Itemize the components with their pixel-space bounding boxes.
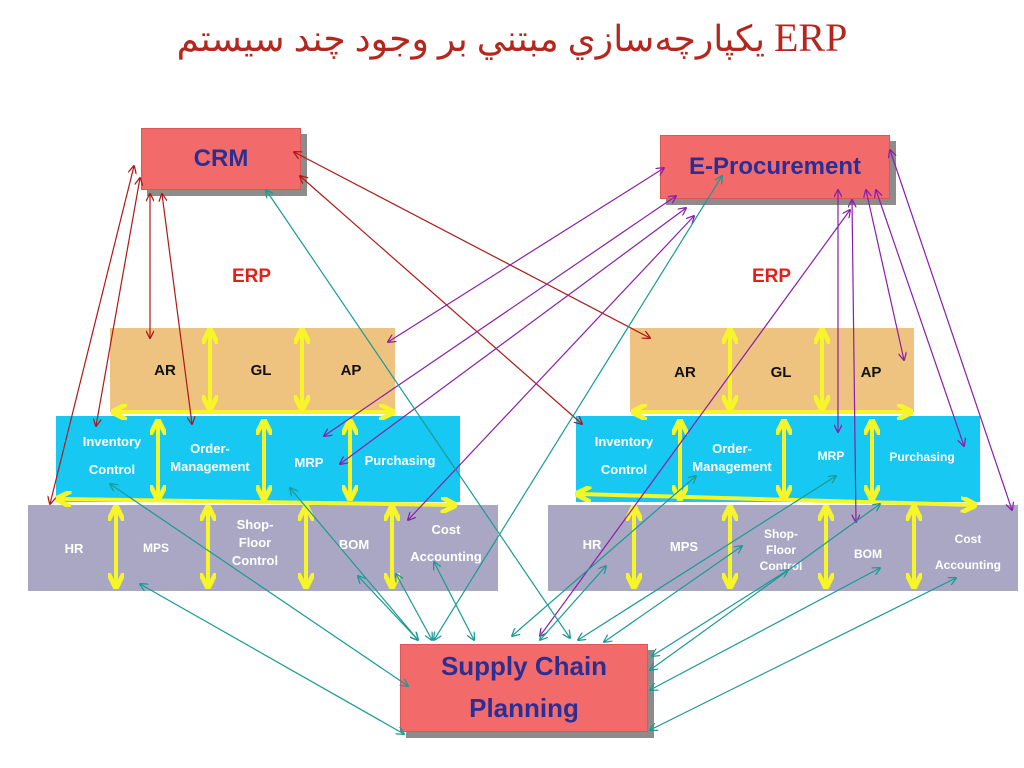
- erp-right-internal-links: [580, 333, 972, 584]
- erp-left-label: ERP: [232, 266, 272, 287]
- erp-left-hr: HR: [64, 541, 84, 556]
- supply-chain-planning-box: Supply Chain Planning: [400, 644, 648, 732]
- erp-left-order-management: Order- Management: [170, 441, 250, 474]
- scp-links: [110, 176, 956, 734]
- erp-left-internal-links: [60, 333, 452, 584]
- page-title: يکپارچه‌سازي مبتني بر وجود چند سيستم ERP: [0, 14, 1024, 61]
- erp-right-cost-accounting: Cost Accounting: [935, 532, 1001, 572]
- title-persian: يکپارچه‌سازي مبتني بر وجود چند سيستم: [176, 19, 765, 59]
- title-erp: ERP: [774, 15, 848, 60]
- e-procurement-links: [324, 150, 1012, 636]
